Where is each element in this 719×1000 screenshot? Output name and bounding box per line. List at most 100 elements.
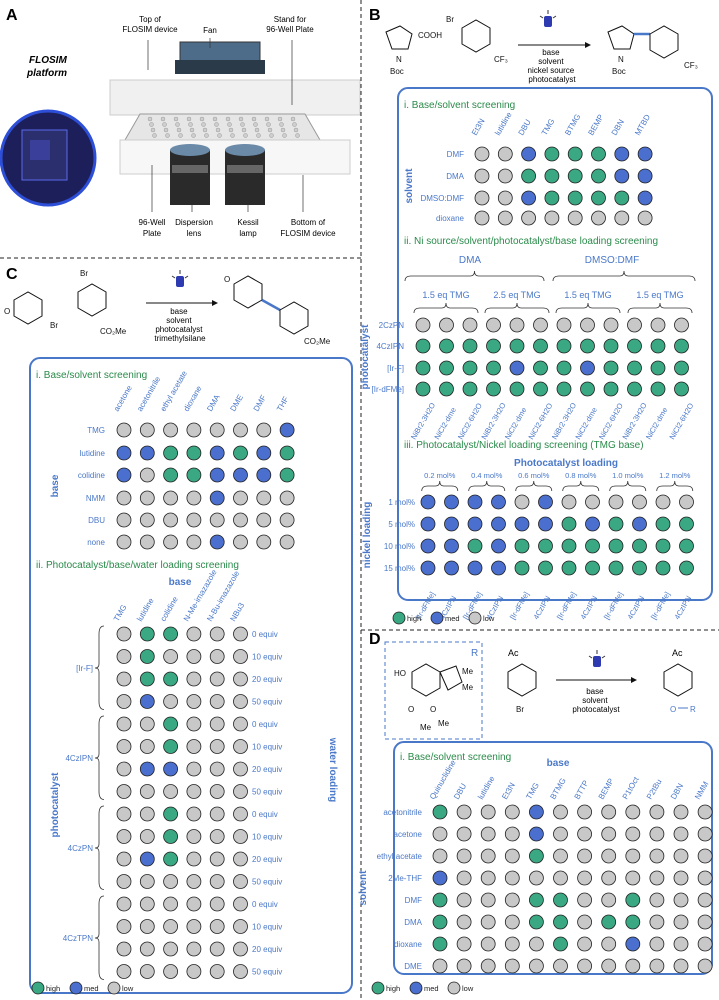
b-sec3-dot: [514, 494, 530, 510]
svg-text:Me: Me: [462, 667, 474, 676]
c-sec2-dot: [233, 964, 248, 979]
c-sec2-catalyst-label: 4CzPN: [68, 844, 94, 853]
c-sec2-dot: [186, 941, 202, 957]
c-sec2-dot: [139, 761, 155, 777]
c-sec1-dot: [163, 445, 179, 461]
c-sec1-dot: [209, 512, 225, 528]
well: [214, 122, 219, 127]
b-sec2-loading-label: 1.5 eq TMG: [564, 290, 611, 300]
panel-c-box: [29, 357, 353, 994]
well: [264, 116, 270, 122]
b-sec1-title: i. Base/solvent screening: [404, 100, 515, 111]
d-sec1-dot: [649, 804, 665, 820]
well: [292, 122, 297, 127]
d-sec1-dot: [649, 914, 665, 930]
svg-text:CF₃: CF₃: [684, 61, 698, 70]
c-sec2-brace: [94, 895, 105, 980]
d-sec1-col-label: DBU: [452, 782, 468, 801]
legend-label: high: [386, 984, 400, 993]
b-sec1-dot: [521, 168, 536, 184]
svg-text:Boc: Boc: [612, 67, 626, 76]
d-sec1-dot: [480, 914, 496, 930]
b-sec3-dot: [585, 560, 600, 576]
c-sec2-dot: [186, 716, 202, 732]
d-sec1-dot: [649, 848, 665, 864]
c-sec1-dot: [256, 422, 272, 438]
b-sec1-dot: [544, 210, 560, 226]
legend-swatch: [371, 981, 385, 995]
c-sec2-dot: [233, 806, 248, 822]
b-sec3-dot: [538, 494, 553, 510]
lamp-icon-c: [171, 270, 189, 287]
c-sec2-water-label: 20 equiv: [252, 765, 282, 774]
b-sec3-dot: [655, 538, 671, 554]
well: [251, 116, 257, 122]
well: [282, 133, 287, 138]
d-sec1-dot: [456, 804, 472, 820]
b-sec3-col-label: [Ir-dFMe]: [555, 590, 578, 621]
b-sec3-header: Photocatalyst loading: [514, 458, 618, 469]
c-sec1-dot: [233, 422, 248, 438]
c-sec2-dot: [233, 694, 248, 709]
b-sec2-row-label: 2CzPN: [379, 321, 405, 330]
svg-text:Me: Me: [462, 683, 474, 692]
c-sec1-col-label: DME: [228, 393, 245, 413]
legend-label: low: [483, 614, 495, 623]
d-sec1-col-label: lutidine: [476, 774, 497, 801]
b-sec1-dot: [474, 210, 490, 226]
molecule-drawings: N Boc COOH Br CF₃ N Boc CF₃ O Br Br CO₂M…: [4, 15, 698, 732]
b-sec3-dot: [514, 560, 530, 576]
panel-b-box: [397, 87, 713, 601]
d-sec1-dot: [529, 958, 544, 974]
panel-a-letter: A: [6, 7, 18, 24]
d-sec1-dot: [456, 848, 472, 864]
c-sec2-dot: [186, 649, 202, 664]
svg-text:HO: HO: [394, 669, 406, 678]
c-sec2-brace: [94, 715, 105, 800]
b-sec1-dot: [637, 210, 653, 226]
well: [267, 127, 273, 133]
c-sec1-dot: [116, 467, 132, 483]
c-sec1-dot: [116, 512, 132, 528]
b-brace-pc-loading: [515, 480, 553, 492]
c-sec2-dot: [163, 964, 179, 979]
d-sec1-dot: [432, 958, 448, 974]
b-sec2-dot: [486, 360, 501, 376]
c-sec2-dot: [116, 626, 132, 642]
b-sec3-dot: [444, 516, 459, 532]
b-sec2-col-label: NiCl2·dme: [644, 406, 670, 441]
b-sec3-dot: [514, 516, 530, 532]
b-sec3-dot: [467, 538, 483, 554]
c-sec2-water-label: 10 equiv: [252, 923, 282, 932]
c-sec2-water-label: 50 equiv: [252, 698, 282, 707]
c-sec2-water-label: 10 equiv: [252, 653, 282, 662]
c-sec2-dot: [186, 874, 202, 889]
b-sec1-dot: [521, 190, 536, 206]
c-sec2-dot: [186, 919, 202, 934]
c-sec2-dot: [209, 829, 225, 844]
well: [295, 133, 300, 138]
d-sec1-dot: [504, 936, 520, 952]
c-sec2-dot: [209, 739, 225, 754]
c-sec2-water-label: 0 equiv: [252, 720, 278, 729]
b-sec3-loading-label: 1.0 mol%: [612, 471, 644, 480]
b-sec1-dot: [614, 190, 630, 206]
svg-text:Br: Br: [50, 321, 58, 330]
b-sec1-dot: [637, 190, 653, 206]
b-sec1-col-label: TMG: [540, 117, 557, 137]
d-sec1-dot: [456, 958, 472, 974]
c-sec2-dot: [163, 694, 179, 709]
b-sec2-dot: [486, 338, 501, 354]
c-sec2-dot: [163, 784, 179, 799]
b-sec2-row-label: 4CzIPN: [376, 342, 404, 351]
well: [279, 122, 284, 127]
b-sec3-col-label: [Ir-dFMe]: [508, 590, 531, 621]
b-sec2-dot: [650, 338, 666, 354]
panel-a: A FLOSIM platform: [0, 7, 361, 238]
b-sec3-dot: [585, 494, 600, 510]
c-sec2-dot: [116, 761, 132, 777]
b-sec2-dot: [627, 360, 642, 376]
c-sec2-dot: [209, 671, 225, 687]
